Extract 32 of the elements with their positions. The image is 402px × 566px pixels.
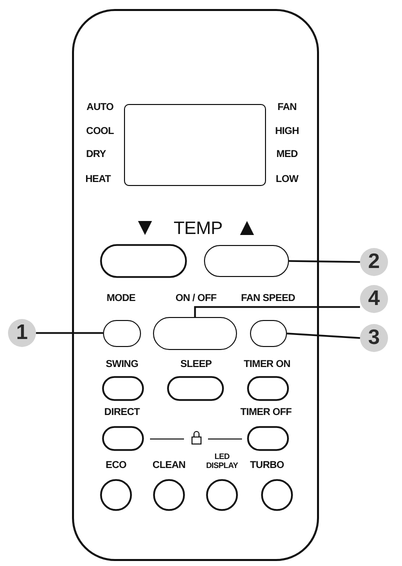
button-label: HEAT (85, 175, 111, 185)
button-label: TURBO (250, 461, 284, 471)
callout-number: 1 (8, 319, 36, 347)
display-screen (124, 104, 266, 186)
button-label: COOL (86, 127, 114, 137)
button-label: HIGH (275, 127, 299, 137)
button-label: ON / OFF (176, 294, 216, 304)
callout-number: 3 (360, 324, 388, 352)
button-label: FAN SPEED (241, 294, 295, 304)
button-label: AUTO (86, 103, 114, 113)
button-label: FAN (277, 103, 297, 113)
button-label: DIRECT (104, 408, 140, 418)
button (204, 245, 289, 277)
leader-line (194, 306, 360, 317)
leader-line (286, 332, 360, 339)
button (153, 317, 237, 350)
leader-line (288, 260, 360, 263)
button-label: ECO (106, 461, 126, 471)
button-label: SWING (106, 360, 138, 370)
button-label: TIMER ON (244, 360, 290, 370)
button-label: LED DISPLAY (205, 452, 239, 470)
callout-number: 4 (360, 285, 388, 313)
button-label: CLEAN (152, 461, 186, 471)
button-label: MED (276, 150, 298, 160)
button-label: DRY (86, 150, 106, 160)
button-label: SLEEP (180, 360, 212, 370)
temp-label: TEMP (174, 219, 222, 237)
leader-line (36, 332, 103, 334)
callout-number: 2 (360, 248, 388, 276)
button-label: MODE (106, 294, 136, 304)
button-label: LOW (276, 175, 298, 185)
button-label: TIMER OFF (240, 408, 292, 418)
